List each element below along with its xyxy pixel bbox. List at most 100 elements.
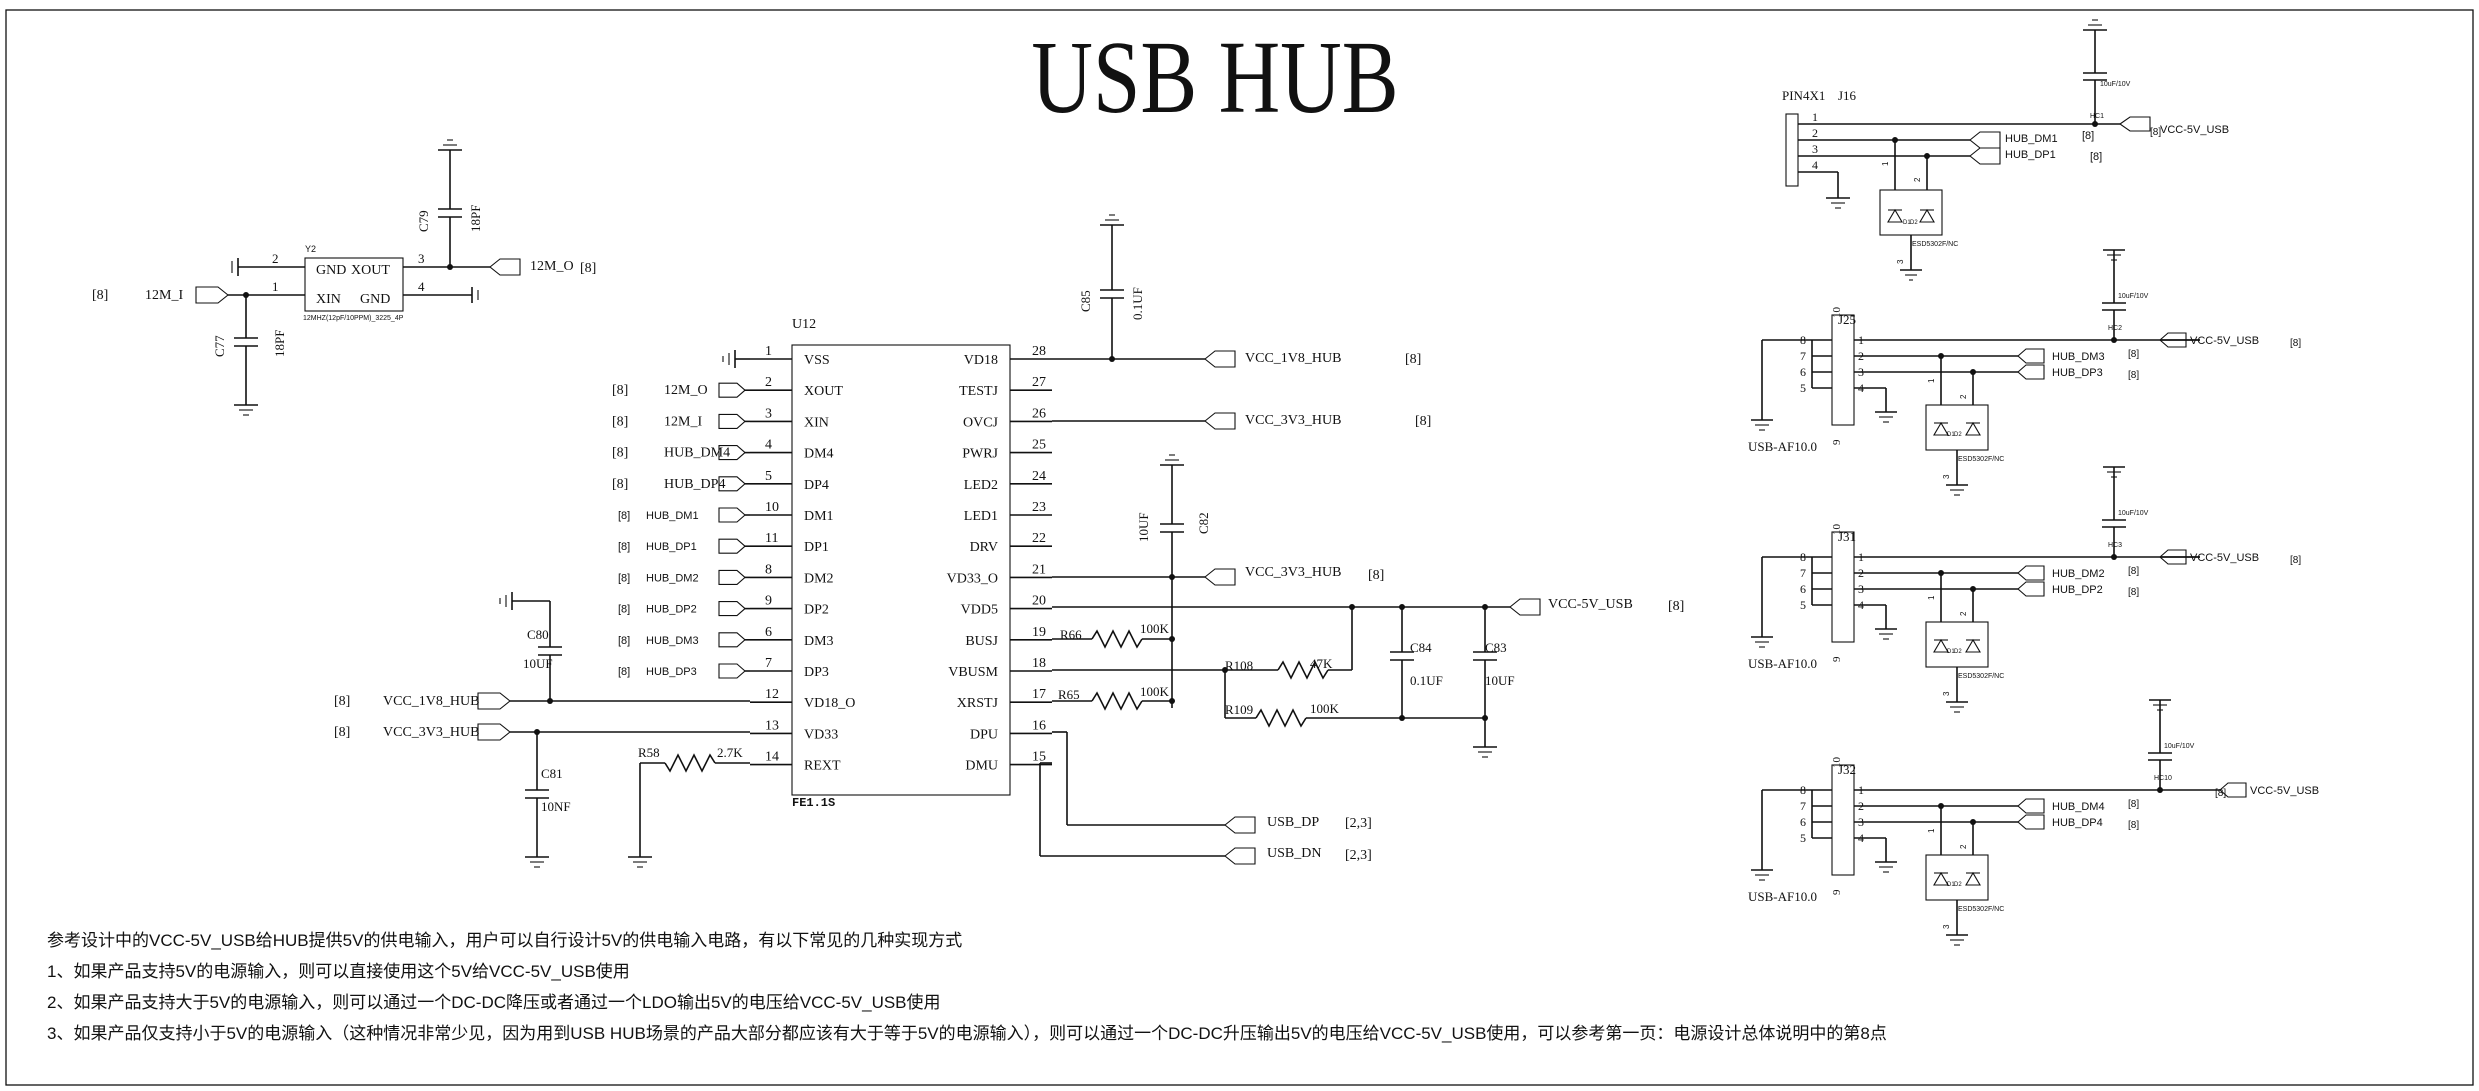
right-side-circuit: VCC_1V8_HUB [8] C85 0.1UF VCC_3V3_HUB [8… [1039, 214, 1684, 865]
chip-pin-number: 13 [765, 718, 779, 733]
chip-pin-name: DRV [970, 540, 998, 555]
net-flag [718, 569, 746, 585]
chip-right-pins: 28VD1827TESTJ26OVCJ25PWRJ24LED223LED122D… [947, 344, 1052, 774]
chip-pin-number: 9 [765, 594, 772, 609]
net-ref: [8] [2128, 349, 2139, 360]
chip-pin-number: 25 [1032, 438, 1046, 453]
net-flag [718, 413, 746, 429]
net-label: HUB_DP2 [2052, 584, 2103, 596]
net-vcc-1v8-hub: VCC_1V8_HUB [383, 694, 479, 709]
net-ref: [8] [618, 510, 630, 522]
net-ref: [8] [2128, 820, 2139, 831]
usb-connector-body [1831, 531, 1855, 643]
usb-pin: 6 [1800, 815, 1806, 829]
net-ref: [8] [580, 261, 596, 276]
esd-tag: D2 [1954, 882, 1962, 888]
chip-pin-number: 10 [765, 500, 779, 515]
res-r108-value: 47K [1310, 656, 1333, 671]
chip-pin-name: DM1 [804, 509, 834, 524]
cap-c77-value: 18PF [272, 330, 287, 357]
net-ref: [8] [618, 666, 630, 678]
net-flag [2017, 364, 2045, 380]
chip-part: FE1.1S [792, 796, 835, 810]
usb-pin: 10 [1831, 524, 1843, 536]
net-ref: [8] [612, 477, 628, 492]
esd-diode [1933, 871, 1949, 886]
esd-tag: D2 [1954, 432, 1962, 438]
junction-dot [2157, 787, 2163, 793]
net-flag [718, 445, 746, 461]
net-ref: [8] [618, 541, 630, 553]
power-input-section: VCC_1V8_HUB [8] VCC_3V3_HUB [8] C80 10UF… [334, 592, 750, 868]
esd-diode [1933, 421, 1949, 436]
chip-pin-number: 4 [765, 438, 772, 453]
net-vcc-3v3-hub: VCC_3V3_HUB [383, 725, 479, 740]
res-r109-value: 100K [1310, 701, 1340, 716]
esd-pin: 3 [1942, 924, 1951, 929]
cap-c80-ref: C80 [527, 627, 549, 642]
net-flag [718, 538, 746, 554]
net-vcc-1v8-hub: VCC_1V8_HUB [1245, 351, 1341, 366]
usb-pin: 9 [1831, 889, 1843, 895]
res-r58-value: 2.7K [717, 745, 743, 760]
net-vcc-3v3-hub: VCC_3V3_HUB [1245, 565, 1341, 580]
net-hub-dp1: HUB_DP1 [2005, 149, 2056, 161]
net-12m-o-label: 12M_O [530, 259, 574, 274]
net-ref: [8] [334, 694, 350, 709]
junction-dot [1970, 369, 1976, 375]
net-vcc-5v-usb: VCC-5V_USB [1548, 597, 1633, 612]
j16-header-label: PIN4X1 [1782, 88, 1825, 103]
chip-pin-number: 11 [765, 531, 778, 546]
net-label: HUB_DM4 [2052, 801, 2105, 813]
chip-pin-name: VD33_O [947, 571, 998, 586]
net-flag [2159, 549, 2187, 565]
net-vcc-5v-usb: VCC-5V_USB [2190, 335, 2259, 347]
chip-pin-name: VD18 [964, 353, 998, 368]
usb-pin: 7 [1800, 799, 1806, 813]
esd-pin: 3 [1896, 259, 1905, 264]
chip-pin-number: 17 [1032, 687, 1046, 702]
cap-c84-ref: C84 [1410, 640, 1432, 655]
chip-pin-name: XOUT [804, 384, 843, 399]
note-line: 2、如果产品支持大于5V的电源输入，则可以通过一个DC-DC降压或者通过一个LD… [47, 993, 941, 1012]
cap-c85-value: 0.1UF [1130, 287, 1145, 320]
esd-pin: 3 [1942, 474, 1951, 479]
net-ref: [2,3] [1345, 816, 1372, 831]
net-label: HUB_DM2 [646, 572, 699, 584]
net-label: HUB_DP1 [646, 541, 697, 553]
net-ref: [8] [2128, 370, 2139, 381]
usb-pin: 7 [1800, 349, 1806, 363]
crystal-pin-number: 3 [418, 251, 425, 266]
net-ref: [8] [2290, 338, 2301, 349]
esd-pin: 2 [1959, 844, 1968, 849]
net-ref: [8] [2215, 788, 2226, 799]
chip-pin-number: 15 [1032, 750, 1046, 765]
esd-body [1925, 854, 1989, 901]
chip-pin-name: XRSTJ [957, 696, 999, 711]
usb-port-j31: 109J31USB-AF10.087651234HUB_DM2HUB_DP2[8… [1748, 466, 2301, 713]
esd-tag: D2 [1954, 649, 1962, 655]
usb-part: USB-AF10.0 [1748, 656, 1817, 671]
chip-pin-name: DM4 [804, 447, 834, 462]
note-line: 3、如果产品仅支持小于5V的电源输入（这种情况非常少见，因为用到USB HUB场… [47, 1024, 1887, 1043]
usb-ref: J31 [1838, 529, 1856, 544]
esd-diode [1933, 638, 1949, 653]
chip-pin-name: VD18_O [804, 696, 855, 711]
net-flag [2219, 782, 2247, 798]
net-ref: [8] [2128, 799, 2139, 810]
net-ref: [8] [612, 446, 628, 461]
crystal-pin-label: XIN [316, 292, 341, 307]
esd-diode [1965, 638, 1981, 653]
cap-c82-value: 10UF [1136, 512, 1151, 542]
net-label: HUB_DM4 [664, 446, 730, 461]
esd-pin: 1 [1927, 595, 1936, 600]
net-flag [718, 507, 746, 523]
usb-pin: 9 [1831, 439, 1843, 445]
junction-dot [1938, 803, 1944, 809]
net-flag [2017, 798, 2045, 814]
junction-dot [2111, 554, 2117, 560]
esd-part: ESD5302F/NC [1958, 673, 2004, 680]
net-ref: [8] [2128, 566, 2139, 577]
j16-pin: 2 [1812, 126, 1818, 140]
